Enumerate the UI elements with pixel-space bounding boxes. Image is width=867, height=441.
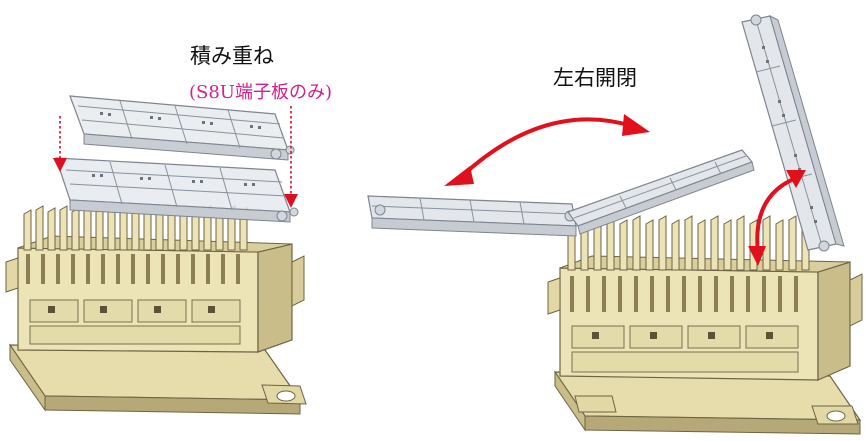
- stacked-terminal-block: [5, 95, 307, 415]
- left-cover-opened: [367, 195, 577, 237]
- stacking-direction-arrows: [53, 106, 298, 208]
- stacking-note-label: (S8U端子板のみ): [189, 82, 332, 103]
- open-close-label: 左右開閉: [553, 66, 637, 90]
- upper-transparent-cover: [69, 95, 295, 161]
- open-close-arrows: [444, 114, 806, 266]
- middle-cover-half-open: [567, 149, 755, 235]
- open-close-terminal-block: [367, 14, 863, 435]
- lower-transparent-cover: [55, 157, 299, 223]
- right-cover-raised: [741, 14, 845, 252]
- stacking-label: 積み重ね: [190, 44, 274, 68]
